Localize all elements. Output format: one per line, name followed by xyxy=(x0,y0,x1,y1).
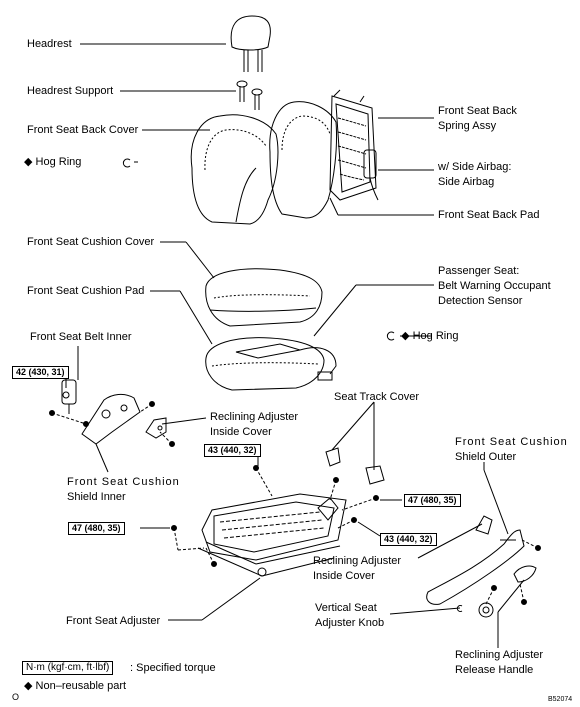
headrest-part xyxy=(230,15,271,72)
release-handle-part xyxy=(513,565,537,583)
cushion-pad-part xyxy=(205,337,337,391)
torque-box-adjuster-right: 47 (480, 35) xyxy=(404,494,461,507)
diamond-icon: ◆ xyxy=(24,156,33,168)
seat-back-spring-part xyxy=(329,89,377,201)
label-headrest: Headrest xyxy=(27,38,72,50)
assembly-lines xyxy=(51,403,539,605)
label-hog-ring-2: ◆ Hog Ring xyxy=(386,329,458,343)
label-front-seat-back-cover: Front Seat Back Cover xyxy=(27,124,139,136)
label-side-airbag-2: Side Airbag xyxy=(438,176,495,188)
diamond-icon: ◆ xyxy=(401,330,410,342)
torque-box-adjuster-rear: 43 (440, 32) xyxy=(380,533,437,546)
belt-inner-part xyxy=(61,379,77,414)
label-release-handle-2: Release Handle xyxy=(455,664,534,676)
diamond-icon: ◆ xyxy=(24,680,33,692)
label-back-pad: Front Seat Back Pad xyxy=(438,209,540,221)
legend-torque-text: : Specified torque xyxy=(130,662,216,674)
vertical-knob-part xyxy=(456,602,494,618)
label-passenger-seat-3: Detection Sensor xyxy=(438,295,523,307)
legend-nonreuse-text: Non–reusable part xyxy=(35,680,127,692)
torque-box-adjuster-left: 47 (480, 35) xyxy=(68,522,125,535)
label-spring-assy-2: Spring Assy xyxy=(438,120,497,132)
torque-box-belt-inner: 42 (430, 31) xyxy=(12,366,69,379)
figure-code: B52074 xyxy=(548,696,573,703)
shield-inner-part xyxy=(81,393,141,445)
label-vertical-knob-2: Adjuster Knob xyxy=(315,617,385,629)
seat-back-cover-part xyxy=(190,114,279,225)
label-hog-ring-1: ◆ Hog Ring xyxy=(24,155,81,169)
label-shield-outer-2: Shield Outer xyxy=(455,451,517,463)
label-reclining-inside-cover-1b: Inside Cover xyxy=(210,426,272,438)
leader-lines xyxy=(77,43,525,648)
label-passenger-seat-1: Passenger Seat: xyxy=(438,265,520,277)
label-shield-inner-1: Front Seat Cushion xyxy=(67,476,180,488)
label-seat-adjuster: Front Seat Adjuster xyxy=(66,615,161,627)
label-reclining-inside-cover-1a: Reclining Adjuster xyxy=(210,411,299,423)
label-side-airbag-1: w/ Side Airbag: xyxy=(438,161,512,173)
headrest-support-part xyxy=(236,80,263,110)
reclining-inside-cover-1-part xyxy=(145,417,167,439)
label-headrest-support: Headrest Support xyxy=(27,85,114,97)
corner-marker: O xyxy=(12,692,20,702)
shield-outer-part xyxy=(426,529,525,605)
label-cushion-cover: Front Seat Cushion Cover xyxy=(27,236,155,248)
label-shield-outer-1: Front Seat Cushion xyxy=(455,436,568,448)
label-shield-inner-2: Shield Inner xyxy=(67,491,126,503)
label-reclining-inside-cover-2b: Inside Cover xyxy=(313,570,375,582)
label-vertical-knob-1: Vertical Seat xyxy=(315,602,377,614)
seat-track-cover-part xyxy=(325,447,385,485)
label-belt-inner: Front Seat Belt Inner xyxy=(30,331,132,343)
hog-ring-part-1 xyxy=(122,158,131,168)
legend-nonreuse: ◆ Non–reusable part xyxy=(24,679,126,693)
hog-ring-part-2 xyxy=(386,331,395,341)
label-hog-ring-2-text: Hog Ring xyxy=(412,330,459,342)
cushion-cover-part xyxy=(205,268,323,327)
legend-torque-box: N·m (kgf·cm, ft·lbf) xyxy=(22,661,114,675)
torque-leaders xyxy=(65,378,402,537)
label-seat-track-cover: Seat Track Cover xyxy=(334,391,419,403)
label-reclining-inside-cover-2a: Reclining Adjuster xyxy=(313,555,402,567)
label-hog-ring-1-text: Hog Ring xyxy=(35,156,82,168)
label-release-handle-1: Reclining Adjuster xyxy=(455,649,544,661)
label-cushion-pad: Front Seat Cushion Pad xyxy=(27,285,145,297)
reclining-inside-cover-2-part xyxy=(475,515,493,535)
side-airbag-part xyxy=(363,149,379,201)
label-spring-assy-1: Front Seat Back xyxy=(438,105,517,117)
seat-back-pad-part xyxy=(269,101,337,219)
label-passenger-seat-2: Belt Warning Occupant xyxy=(438,280,551,292)
torque-box-adjuster-front: 43 (440, 32) xyxy=(204,444,261,457)
